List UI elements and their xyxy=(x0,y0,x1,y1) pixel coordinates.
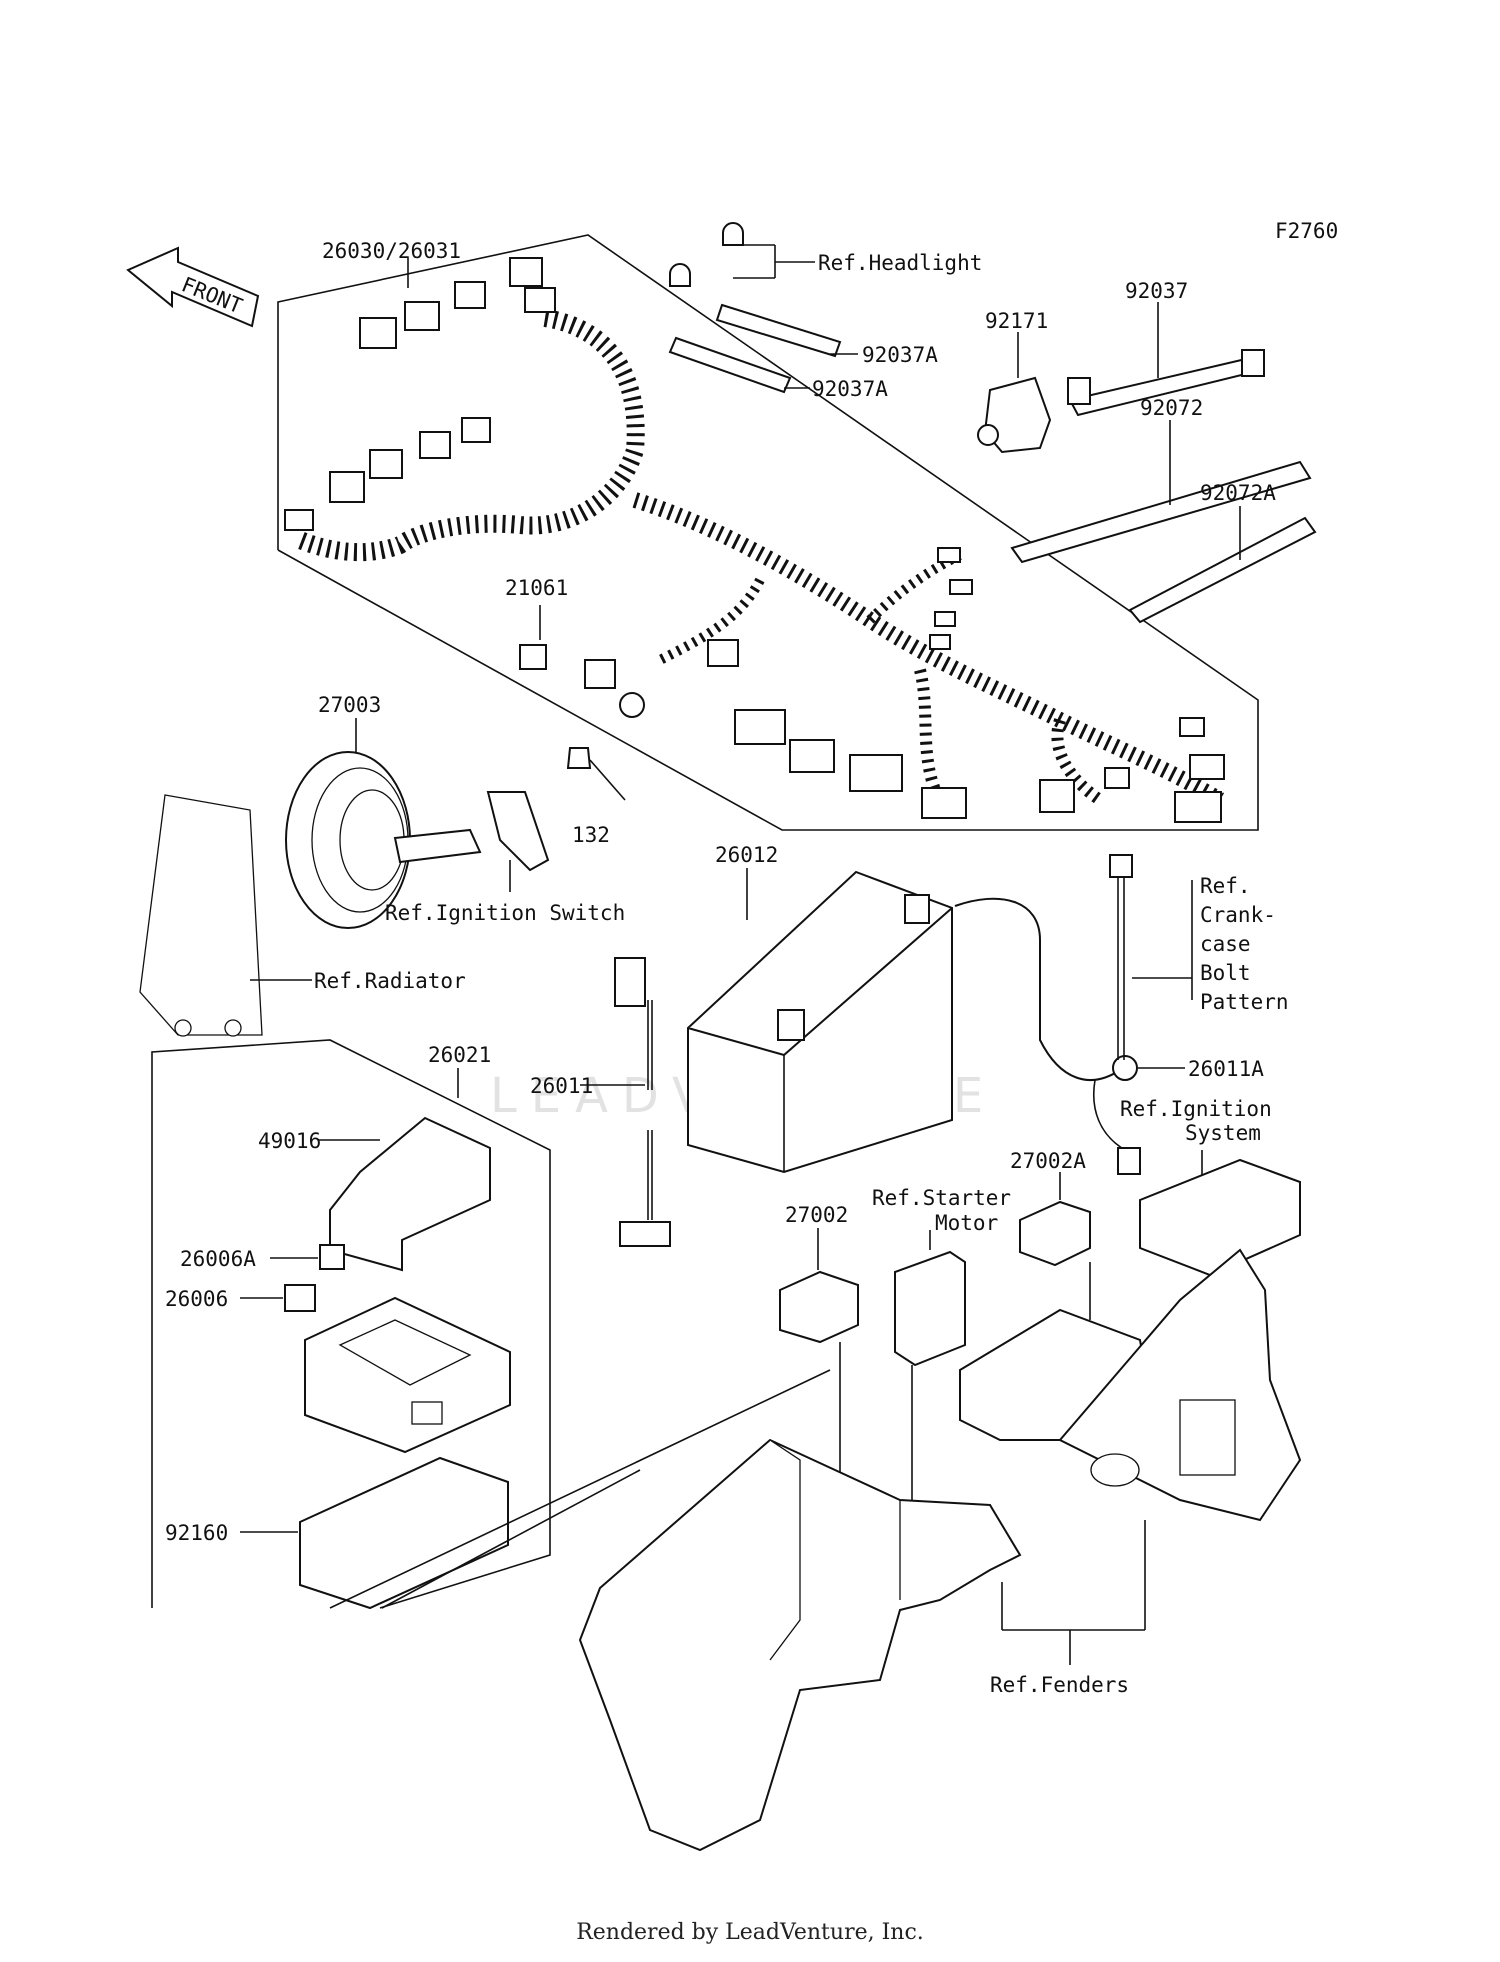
ref-ignition-system-line-2: System xyxy=(1185,1121,1261,1145)
part-26006 xyxy=(284,1284,316,1312)
ref-crankcase-line-4: Bolt xyxy=(1200,961,1251,985)
part-132 xyxy=(566,747,592,769)
part-27002A xyxy=(1019,1200,1091,1267)
relay-tray-group: 27002 Ref.Starter Motor 27002A Ref.Ignit… xyxy=(329,1097,1302,1852)
ref-crankcase-line-2: Crank- xyxy=(1200,903,1276,927)
battery-tray xyxy=(578,1438,1022,1852)
part-92072 xyxy=(1010,460,1312,564)
label-27003: 27003 xyxy=(318,693,381,717)
part-21061 xyxy=(519,644,547,670)
fuse-box-frame xyxy=(151,1039,551,1609)
label-92171: 92171 xyxy=(985,309,1048,333)
ref-ignition-switch: Ref.Ignition Switch xyxy=(385,901,625,925)
label-27002A: 27002A xyxy=(1010,1149,1086,1173)
part-26006A xyxy=(319,1244,345,1270)
ref-crankcase-line-1: Ref. xyxy=(1200,874,1251,898)
nut-icon xyxy=(669,263,691,287)
label-26012: 26012 xyxy=(715,843,778,867)
ref-crankcase: Ref. Crank- case Bolt Pattern xyxy=(1200,874,1289,1014)
label-26021: 26021 xyxy=(428,1043,491,1067)
battery-group: 26012 26011 26011A Ref. Crank- case Bolt… xyxy=(530,843,1289,1247)
front-arrow-icon: FRONT xyxy=(126,246,260,328)
label-49016: 49016 xyxy=(258,1129,321,1153)
ref-crankcase-line-3: case xyxy=(1200,932,1251,956)
ref-crankcase-line-5: Pattern xyxy=(1200,990,1289,1014)
ref-fenders: Ref.Fenders xyxy=(990,1673,1129,1697)
headlight-bracket-group: Ref.Headlight 92037A 92037A xyxy=(668,222,982,401)
harness-group: 26030/26031 xyxy=(277,234,1259,831)
label-92072: 92072 xyxy=(1140,396,1203,420)
label-26011A: 26011A xyxy=(1188,1057,1264,1081)
ref-starter-motor-line-1: Ref.Starter xyxy=(872,1186,1011,1210)
label-92072A: 92072A xyxy=(1200,481,1276,505)
fuse-box-group: 26021 49016 26006A 26006 92160 xyxy=(151,1039,551,1610)
harness-frame xyxy=(277,234,1259,831)
part-92072A xyxy=(1128,516,1317,624)
nut-icon xyxy=(722,222,744,246)
label-92037A-2: 92037A xyxy=(812,377,888,401)
label-92160: 92160 xyxy=(165,1521,228,1545)
bolt-icon xyxy=(1109,854,1133,878)
ref-starter-motor-line-2: Motor xyxy=(935,1211,998,1235)
label-21061: 21061 xyxy=(505,576,568,600)
part-26011A xyxy=(954,897,1121,1081)
radiator-outline xyxy=(139,794,263,1036)
ignition-unit xyxy=(1139,1158,1301,1277)
ref-ignition-system-line-1: Ref.Ignition xyxy=(1120,1097,1272,1121)
label-26030-26031: 26030/26031 xyxy=(322,239,461,263)
label-27002: 27002 xyxy=(785,1203,848,1227)
footer-credit: Rendered by LeadVenture, Inc. xyxy=(576,1920,924,1945)
starter-relay xyxy=(894,1250,966,1367)
rear-fender xyxy=(1058,1248,1302,1522)
label-92037: 92037 xyxy=(1125,279,1188,303)
label-26006A: 26006A xyxy=(180,1247,256,1271)
part-26011 xyxy=(614,957,646,1007)
horn-group: 27003 132 Ref.Ignition Switch Ref.Radiat… xyxy=(139,693,626,1037)
ref-starter-motor: Ref.Starter Motor xyxy=(872,1186,1011,1235)
clamp-strap-group: 92171 92037 92072 92072A xyxy=(977,279,1317,624)
label-26006: 26006 xyxy=(165,1287,228,1311)
part-92160 xyxy=(299,1456,509,1610)
ref-headlight: Ref.Headlight xyxy=(818,251,982,275)
label-132: 132 xyxy=(572,823,610,847)
label-92037A-1: 92037A xyxy=(862,343,938,367)
ref-radiator: Ref.Radiator xyxy=(314,969,466,993)
diagram-code: F2760 xyxy=(1275,219,1338,243)
part-27002 xyxy=(779,1270,859,1344)
part-49016 xyxy=(329,1116,491,1272)
label-26011: 26011 xyxy=(530,1074,593,1098)
ignition-switch-bracket xyxy=(486,791,550,872)
ref-ignition-system: Ref.Ignition System xyxy=(1120,1097,1272,1145)
